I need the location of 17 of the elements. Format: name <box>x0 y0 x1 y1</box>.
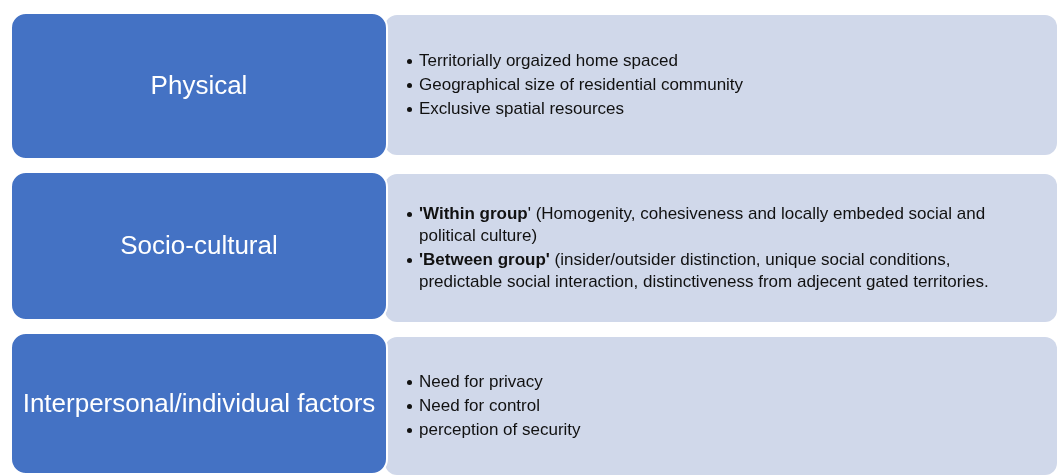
category-box <box>10 332 388 475</box>
description-panel <box>385 15 1057 155</box>
bullet-item: Need for privacy <box>419 371 543 391</box>
description-panel <box>385 337 1057 475</box>
bullet-item: Geographical size of residential community <box>419 74 744 94</box>
bullet-item: perception of security <box>419 420 581 440</box>
category-box <box>10 171 388 321</box>
bullet-item: Exclusive spatial resources <box>419 99 625 119</box>
description-panel <box>385 174 1057 322</box>
category-title: Interpersonal/individual factors <box>22 386 376 420</box>
category-title: Socio-cultural <box>120 229 278 263</box>
category-title: Physical <box>150 69 248 103</box>
bullet-item: Territorially orgaized home spaced <box>419 50 678 70</box>
bullet-item: 'Within group' (Homogenity, cohesiveness and locally embeded social and political culture) <box>419 203 986 245</box>
bullet-item: 'Between group' (insider/outsider distinction, unique social conditions, predictable social interaction, distinctiveness from adjecent gated territories. <box>419 250 989 292</box>
category-box <box>10 12 388 160</box>
bullet-item: Need for control <box>419 395 540 415</box>
